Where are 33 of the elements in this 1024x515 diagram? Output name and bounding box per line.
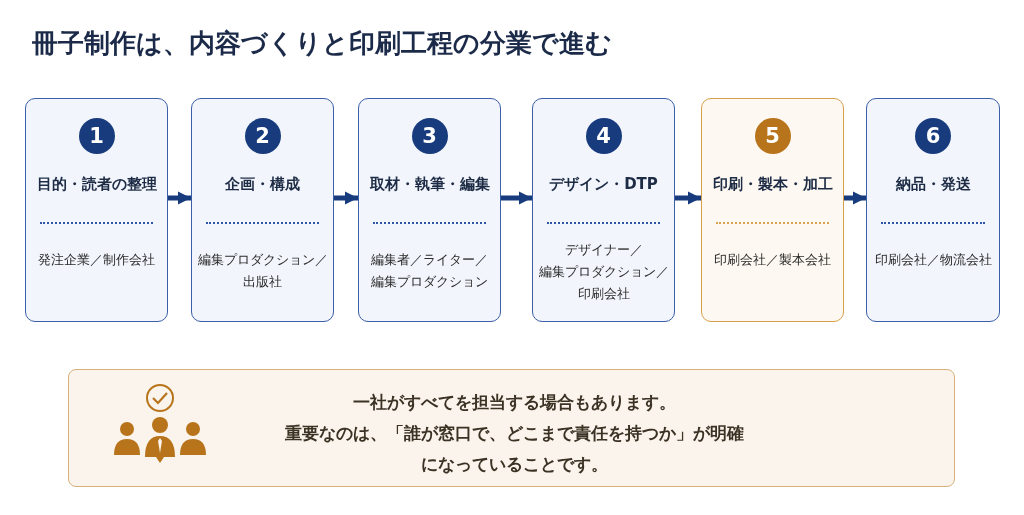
note-text: 一社がすべてを担当する場合もあります。 bbox=[351, 391, 677, 414]
step-title: 印刷・製本・加工 bbox=[711, 175, 834, 194]
step-title: 取材・執筆・編集 bbox=[368, 175, 491, 194]
step-card bbox=[25, 98, 168, 322]
step-title: デザイン・DTP bbox=[548, 175, 659, 194]
step-roles: デザイナー／編集プロダクション／印刷会社 bbox=[537, 241, 670, 303]
arrow bbox=[844, 191, 866, 205]
step-card bbox=[701, 98, 844, 322]
step-number: 6 bbox=[915, 118, 951, 154]
step-number: 4 bbox=[585, 118, 622, 154]
step-roles: 編集者／ライター／編集プロダクション bbox=[370, 251, 489, 291]
step-roles: 印刷会社／物流会社 bbox=[873, 251, 993, 269]
step-number: 2 bbox=[244, 118, 281, 154]
note-box bbox=[68, 369, 955, 487]
step-card bbox=[358, 98, 501, 322]
arrow bbox=[334, 191, 358, 205]
step-card bbox=[866, 98, 1000, 322]
step-card bbox=[532, 98, 675, 322]
step-card bbox=[191, 98, 334, 322]
step-title: 企画・構成 bbox=[224, 175, 301, 194]
step-title: 目的・読者の整理 bbox=[35, 175, 158, 194]
step-number: 5 bbox=[754, 118, 791, 154]
page-title: 冊子制作は、内容づくりと印刷工程の分業で進む bbox=[32, 27, 612, 60]
step-roles: 編集プロダクション／出版社 bbox=[196, 251, 329, 291]
arrow bbox=[168, 191, 191, 205]
step-number: 3 bbox=[411, 118, 448, 154]
step-roles: 発注企業／制作会社 bbox=[37, 251, 156, 269]
step-roles: 印刷会社／製本会社 bbox=[713, 251, 832, 269]
note-text: 重要なのは、「誰が窓口で、どこまで責任を持つか」が明確になっていることです。 bbox=[283, 422, 745, 476]
arrow bbox=[675, 191, 701, 205]
arrow bbox=[501, 191, 532, 205]
step-number: 1 bbox=[78, 118, 115, 154]
step-title: 納品・発送 bbox=[894, 175, 972, 194]
